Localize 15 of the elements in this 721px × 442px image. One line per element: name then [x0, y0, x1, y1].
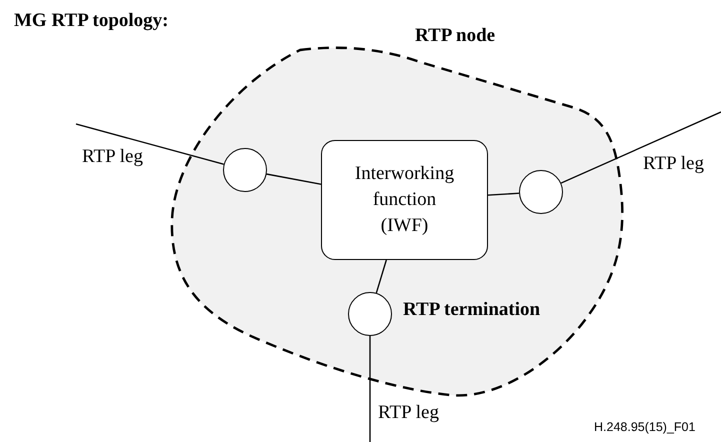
leg-line — [369, 336, 371, 442]
connector-line — [488, 192, 520, 196]
process-box — [321, 140, 488, 260]
leg-line — [560, 111, 721, 184]
edge-label: RTP leg — [82, 146, 143, 168]
process-text: Interworking function (IWF) — [354, 162, 456, 238]
connector-line — [376, 260, 387, 294]
figure-id: H.248.95(15)_F01 — [594, 420, 696, 434]
edge-label: RTP leg — [643, 153, 704, 175]
region-heading: RTP node — [415, 25, 496, 47]
leg-line — [76, 123, 224, 165]
edge-label: RTP leg — [378, 402, 439, 424]
termination-label: RTP termination — [403, 299, 540, 321]
diagram-title: MG RTP topology: — [14, 10, 168, 32]
connector-line — [266, 173, 322, 185]
